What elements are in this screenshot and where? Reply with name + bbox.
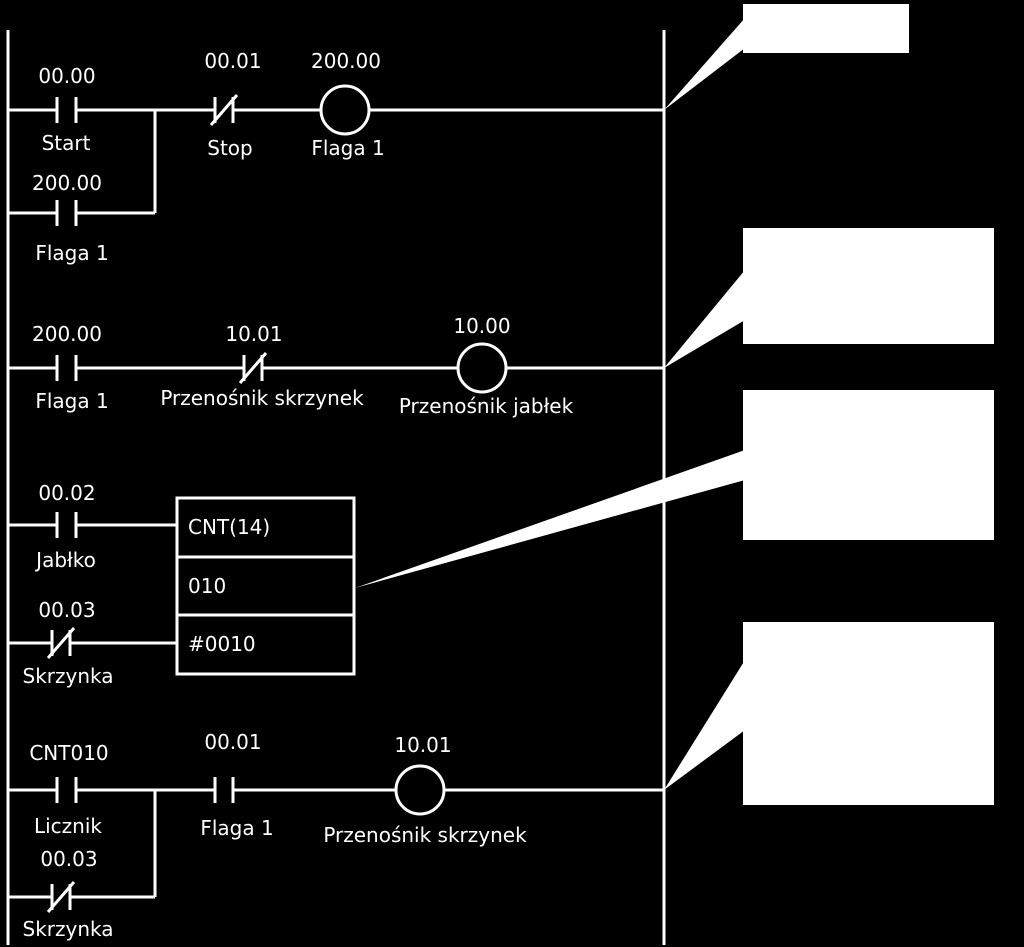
contact-apple xyxy=(55,512,78,538)
contact-apple-address: 00.02 xyxy=(38,481,95,505)
contact-counter-address: CNT010 xyxy=(29,741,108,765)
coil-box-conveyor xyxy=(394,764,446,816)
contact-seal xyxy=(55,200,78,226)
contact-counter-label: Licznik xyxy=(34,814,102,838)
contact-flag-rung2-address: 200.00 xyxy=(32,322,102,346)
contact-flag-rung4-address: 00.01 xyxy=(204,730,261,754)
callout-3 xyxy=(355,390,994,588)
counter-number: 010 xyxy=(188,574,226,598)
coil-apple-conveyor-address: 10.00 xyxy=(453,314,510,338)
counter-block xyxy=(175,496,356,676)
contact-counter xyxy=(55,777,78,803)
coil-flag-1-label: Flaga 1 xyxy=(311,136,384,160)
contact-box-conveyor xyxy=(238,352,268,384)
contact-seal-label: Flaga 1 xyxy=(35,241,108,265)
contact-flag-rung2 xyxy=(55,355,78,381)
coil-apple-conveyor xyxy=(456,342,508,394)
contact-start xyxy=(55,97,78,123)
callout-1 xyxy=(664,4,909,110)
contact-apple-label: Jabłko xyxy=(34,548,96,572)
coil-box-conveyor-address: 10.01 xyxy=(394,733,451,757)
contact-box-reset-label: Skrzynka xyxy=(23,664,114,688)
coil-box-conveyor-label: Przenośnik skrzynek xyxy=(323,823,527,847)
coil-apple-conveyor-label: Przenośnik jabłek xyxy=(399,394,574,418)
callout-2 xyxy=(664,228,994,368)
contact-stop-address: 00.01 xyxy=(204,49,261,73)
contact-seal-address: 200.00 xyxy=(32,171,102,195)
counter-preset: #0010 xyxy=(188,632,256,656)
contact-start-label: Start xyxy=(42,131,91,155)
rung-3: 00.02 Jabłko 00.03 Skrzynka CNT(14) 010 … xyxy=(8,481,356,688)
contact-flag-rung4 xyxy=(213,777,235,803)
contact-flag-rung4-label: Flaga 1 xyxy=(200,816,273,840)
contact-stop-label: Stop xyxy=(207,136,252,160)
contact-box-rung4 xyxy=(46,881,76,913)
contact-box-rung4-address: 00.03 xyxy=(40,847,97,871)
contact-start-address: 00.00 xyxy=(38,64,95,88)
rung-2: 200.00 Flaga 1 10.01 Przenośnik skrzynek… xyxy=(8,314,664,418)
contact-flag-rung2-label: Flaga 1 xyxy=(35,389,108,413)
counter-instruction: CNT(14) xyxy=(188,515,270,539)
coil-flag-1 xyxy=(319,84,371,136)
contact-box-conveyor-address: 10.01 xyxy=(225,322,282,346)
contact-box-reset-address: 00.03 xyxy=(38,598,95,622)
rung-4: CNT010 Licznik 00.03 Skrzynka 00.01 Flag… xyxy=(8,730,664,941)
contact-box-conveyor-label: Przenośnik skrzynek xyxy=(160,386,364,410)
rung-1: 00.00 Start 200.00 Flaga 1 00.01 Stop 20… xyxy=(8,49,664,265)
callout-4 xyxy=(664,622,994,805)
contact-box-reset xyxy=(46,627,76,659)
contact-stop xyxy=(209,94,239,126)
coil-flag-1-address: 200.00 xyxy=(311,49,381,73)
contact-box-rung4-label: Skrzynka xyxy=(23,917,114,941)
